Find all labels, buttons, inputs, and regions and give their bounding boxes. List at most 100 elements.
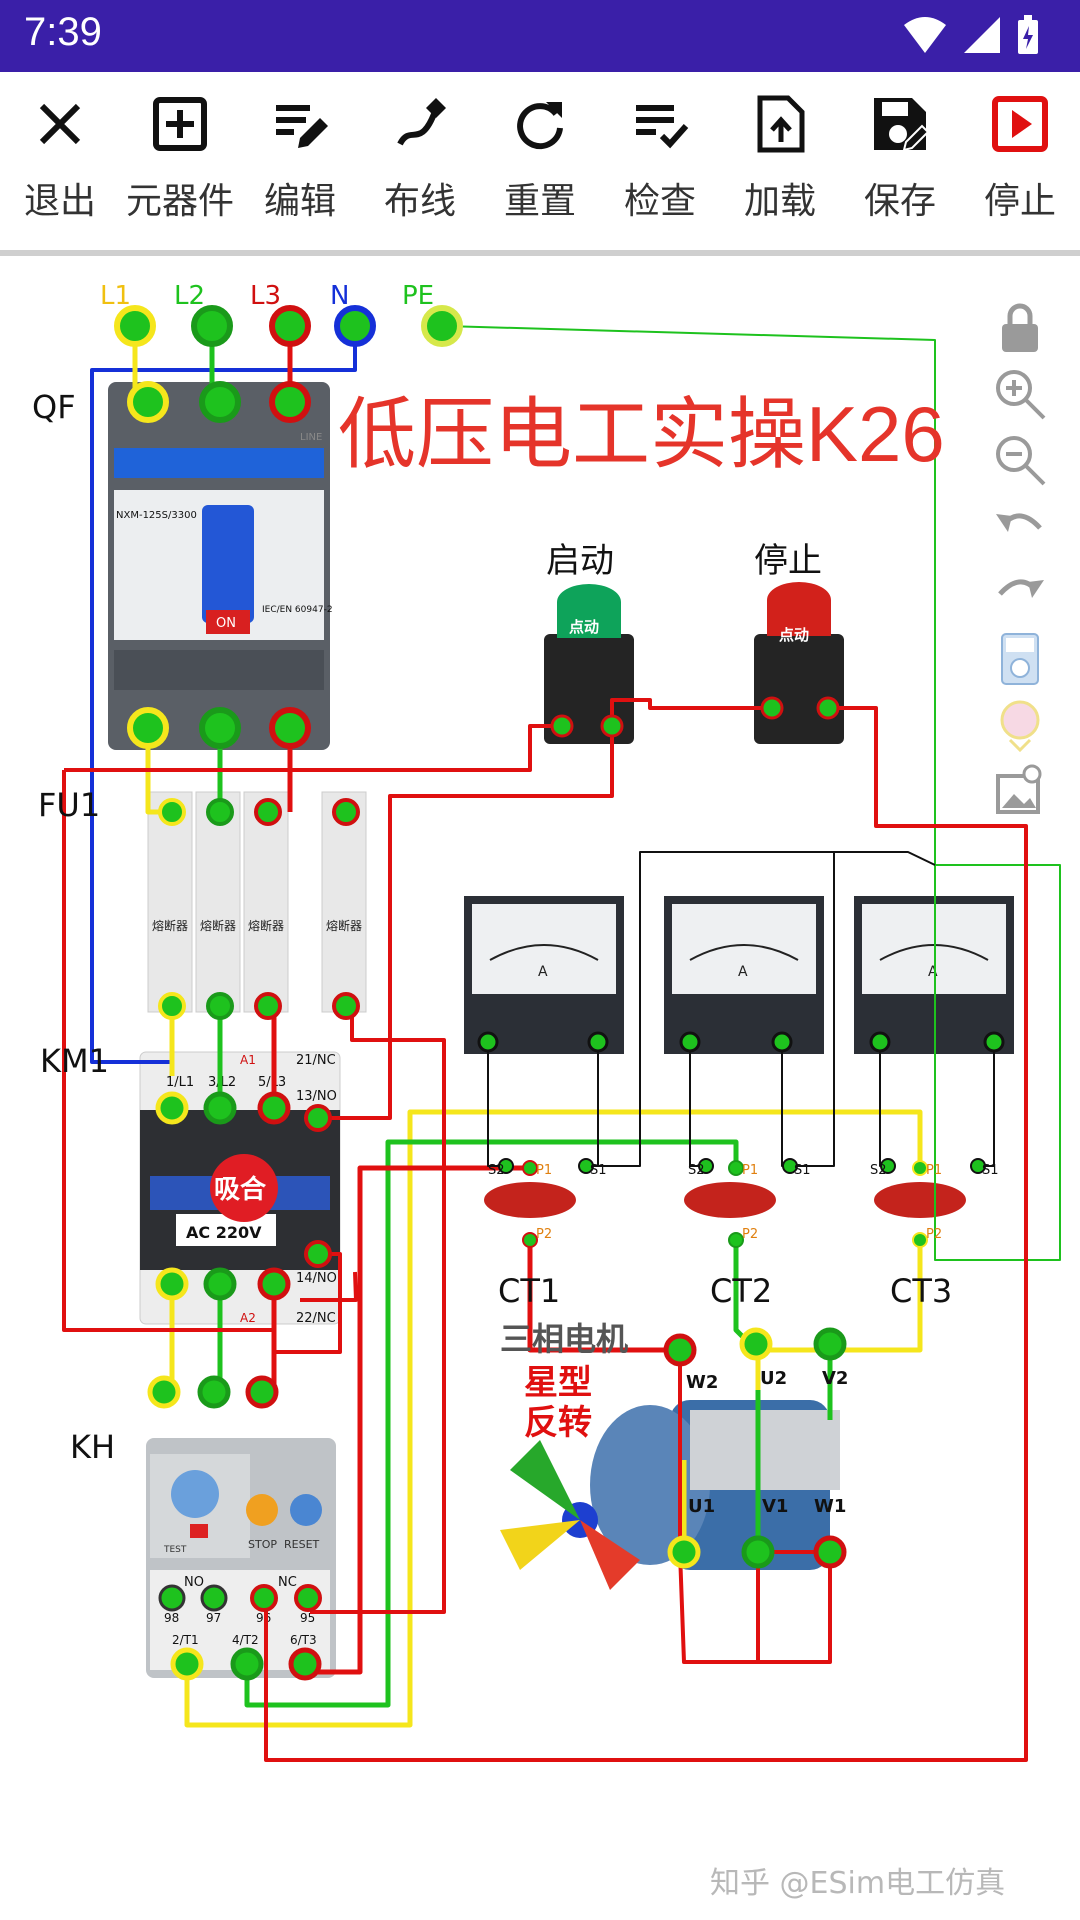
meter-icon[interactable] <box>992 630 1048 686</box>
watermark: 知乎 @ESim电工仿真 <box>710 1866 1006 1901</box>
relay-95: 95 <box>300 1611 315 1625</box>
reset-button[interactable]: 重置 <box>480 72 600 252</box>
ct1-s2: S2 <box>488 1163 505 1178</box>
ct3-p2: P2 <box>926 1227 942 1242</box>
check-label: 检查 <box>623 181 696 222</box>
motor-u1: U1 <box>688 1496 715 1517</box>
exit-label: 退出 <box>23 181 96 222</box>
wifi-icon <box>904 17 946 53</box>
refresh-icon <box>517 102 563 150</box>
relay-98: 98 <box>164 1611 179 1625</box>
terminal-l3 <box>269 305 311 347</box>
upload-file-icon <box>757 95 805 153</box>
close-icon <box>39 103 81 145</box>
load-button[interactable]: 加载 <box>720 72 840 252</box>
start-button-text: 点动 <box>569 618 599 636</box>
canvas-side-tools <box>992 300 1052 828</box>
relay-stop: STOP <box>248 1538 277 1551</box>
stop-play-icon <box>992 96 1048 152</box>
image-search-icon[interactable] <box>992 762 1048 818</box>
ammeter-1-unit: A <box>538 964 548 980</box>
ct2-s2: S2 <box>688 1163 705 1178</box>
motor-star: 星型 <box>524 1363 592 1403</box>
terminal-l1 <box>114 305 156 347</box>
edit-button[interactable]: 编辑 <box>240 72 360 252</box>
breaker-model: NXM-125S/3300 <box>116 510 197 521</box>
relay-test: TEST <box>163 1545 187 1555</box>
motor-title: 三相电机 <box>500 1320 628 1358</box>
reset-label: 重置 <box>503 181 576 222</box>
ct2-p2: P2 <box>742 1227 758 1242</box>
label-fu1: FU1 <box>38 786 100 824</box>
components-button[interactable]: 元器件 <box>120 72 240 252</box>
badge-icon[interactable] <box>992 696 1048 753</box>
redo-icon[interactable] <box>992 564 1048 620</box>
wiring-button[interactable]: 布线 <box>360 72 480 252</box>
ct2-label: CT2 <box>710 1272 772 1310</box>
contactor-a1: A1 <box>240 1053 256 1067</box>
breaker-line-label: LINE <box>300 432 322 443</box>
relay-96: 96 <box>256 1611 271 1625</box>
lock-icon[interactable] <box>992 300 1048 356</box>
terminal-n <box>334 305 376 347</box>
terminal-pe <box>421 305 463 347</box>
label-kh: KH <box>70 1428 115 1466</box>
label-pe: PE <box>402 281 434 311</box>
terminals[interactable] <box>114 305 1005 1681</box>
diagram-title: 低压电工实操K26 <box>338 390 945 478</box>
toolbar-divider <box>0 250 1080 256</box>
edit-label: 编辑 <box>263 181 336 222</box>
breaker-qf[interactable] <box>108 382 330 750</box>
label-qf: QF <box>32 388 76 426</box>
ct3-s2: S2 <box>870 1163 887 1178</box>
save-icon <box>874 98 930 152</box>
zoom-in-icon[interactable] <box>992 366 1048 422</box>
relay-t2: 2/T1 <box>172 1633 199 1647</box>
ct3[interactable] <box>874 1182 966 1218</box>
ct2-p1: P1 <box>742 1163 758 1178</box>
edit-icon <box>276 105 328 148</box>
ct1-label: CT1 <box>498 1272 560 1310</box>
fuse-label-3: 熔断器 <box>248 918 284 933</box>
ct3-label: CT3 <box>890 1272 952 1310</box>
label-km1: KM1 <box>40 1042 109 1080</box>
contactor-aux-no2: 14/NO <box>296 1271 337 1286</box>
stop-button[interactable]: 停止 <box>960 72 1080 252</box>
ammeter-2[interactable] <box>664 896 824 1054</box>
fuse-block[interactable] <box>147 791 367 1013</box>
components-label: 元器件 <box>125 181 234 222</box>
ct2[interactable] <box>684 1182 776 1218</box>
ct2-s1: S1 <box>794 1163 811 1178</box>
checklist-icon <box>636 105 689 149</box>
relay-reset: RESET <box>284 1538 320 1551</box>
relay-97: 97 <box>206 1611 221 1625</box>
fuse-label-1: 熔断器 <box>152 918 188 933</box>
status-time: 7:39 <box>24 10 102 54</box>
ammeter-2-unit: A <box>738 964 748 980</box>
draw-icon <box>397 98 446 146</box>
exit-button[interactable]: 退出 <box>0 72 120 252</box>
contactor-km1[interactable] <box>139 1051 341 1325</box>
contactor-t1: 1/L1 <box>166 1075 194 1090</box>
save-button[interactable]: 保存 <box>840 72 960 252</box>
label-l1: L1 <box>100 281 131 311</box>
breaker-standard: IEC/EN 60947-2 <box>262 605 333 615</box>
stop-label: 停止 <box>983 181 1056 222</box>
ct1-p1: P1 <box>536 1163 552 1178</box>
stop-pushbutton[interactable] <box>754 582 844 744</box>
undo-icon[interactable] <box>992 498 1048 554</box>
relay-no: NO <box>184 1575 204 1590</box>
zoom-out-icon[interactable] <box>992 432 1048 488</box>
check-button[interactable]: 检查 <box>600 72 720 252</box>
contactor-aux-nc1: 21/NC <box>296 1053 336 1068</box>
signal-icon <box>964 17 1000 53</box>
contactor-a2: A2 <box>240 1311 256 1325</box>
status-icons <box>902 14 1040 56</box>
ct1-s1: S1 <box>590 1163 607 1178</box>
toolbar: 退出 元器件 编辑 布线 重置 检查 加载 保存 停止 <box>0 72 1080 252</box>
fuse-label-2: 熔断器 <box>200 918 236 933</box>
relay-nc: NC <box>278 1575 297 1590</box>
ct1[interactable] <box>484 1182 576 1218</box>
wiring-canvas[interactable]: NXM-125S/3300 ON IEC/EN 60947-2 LINE 熔断器… <box>0 256 1080 1920</box>
ammeter-1[interactable] <box>464 896 624 1054</box>
